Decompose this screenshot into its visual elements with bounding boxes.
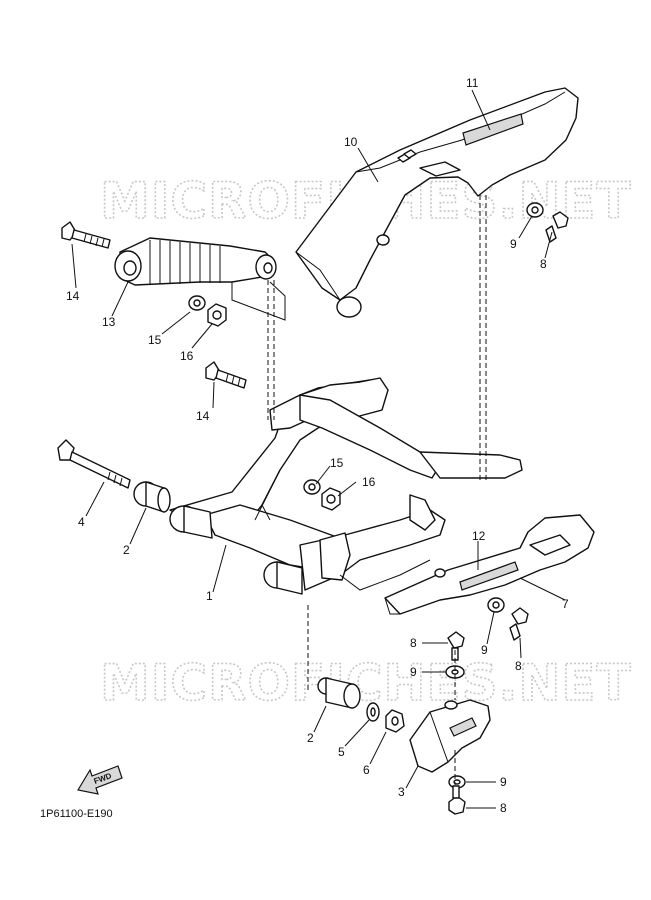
callout-15-mid: 15 — [330, 456, 344, 470]
callout-2-upper: 2 — [123, 543, 130, 557]
diagram-code: 1P61100-E190 — [40, 808, 113, 820]
fwd-arrow-icon: FWD — [77, 765, 123, 795]
callout-8-top: 8 — [540, 257, 547, 271]
callout-13: 13 — [102, 315, 116, 329]
callout-2-lower: 2 — [307, 731, 314, 745]
callout-16-top: 16 — [180, 349, 194, 363]
bushing-2-lower — [317, 677, 361, 709]
chain-support — [384, 514, 595, 615]
callout-14-top: 14 — [66, 289, 80, 303]
nut-6 — [385, 709, 405, 733]
bolt-14-lower — [205, 361, 247, 389]
watermark-bottom: MICROFICHES.NET — [100, 654, 632, 712]
callout-8-right: 8 — [515, 659, 522, 673]
callout-4: 4 — [78, 515, 85, 529]
alignment-lines — [267, 195, 487, 785]
chain-guard — [295, 87, 579, 318]
leader-lines — [71, 89, 566, 809]
callout-10: 10 — [344, 135, 358, 149]
washer-9-top-right — [526, 202, 544, 218]
callout-9-mid: 9 — [410, 665, 417, 679]
callout-9-bottom: 9 — [500, 775, 507, 789]
callout-12: 12 — [472, 529, 486, 543]
callout-1: 1 — [206, 589, 213, 603]
callout-14-mid: 14 — [196, 409, 210, 423]
nut-16-lower — [321, 487, 341, 511]
chain-protector — [409, 699, 491, 773]
washer-9-right — [487, 597, 505, 613]
rear-shock-absorber — [114, 237, 286, 321]
callouts: 10 11 9 8 14 13 15 16 14 15 16 4 2 1 12 … — [66, 76, 569, 815]
pivot-bolt — [57, 439, 131, 489]
bolt-14-upper — [61, 221, 111, 249]
washer-15-upper — [188, 295, 206, 311]
bushing-2-upper — [133, 481, 171, 513]
rear-arm — [169, 377, 523, 591]
callout-6: 6 — [363, 763, 370, 777]
bolt-8-mid — [447, 631, 465, 661]
arm-bushings — [169, 505, 303, 595]
callout-7: 7 — [562, 597, 569, 611]
washer-5 — [366, 702, 380, 722]
nut-16-upper — [207, 303, 227, 327]
callout-9-top: 9 — [510, 237, 517, 251]
callout-11: 11 — [466, 76, 479, 90]
callout-5: 5 — [338, 745, 345, 759]
callout-9-right: 9 — [481, 643, 488, 657]
bolt-8-right — [509, 607, 529, 641]
callout-15-top: 15 — [148, 333, 162, 347]
callout-8-bottom: 8 — [500, 801, 507, 815]
callout-16-mid: 16 — [362, 475, 376, 489]
callout-8-mid: 8 — [410, 636, 417, 650]
bolt-8-bottom — [448, 785, 466, 815]
callout-3: 3 — [398, 785, 405, 799]
